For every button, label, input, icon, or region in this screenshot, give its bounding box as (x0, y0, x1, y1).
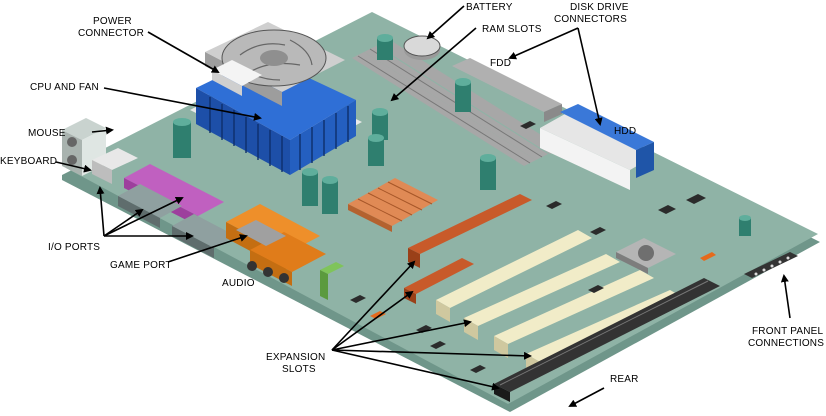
arrow-icon (780, 274, 791, 319)
label-disk-drive-2: CONNECTORS (554, 14, 627, 25)
arrow-icon (568, 387, 605, 407)
hdd-connector (540, 104, 654, 190)
arrow-icon (331, 319, 472, 351)
leader-lines (55, 5, 791, 407)
arrow-icon (426, 5, 465, 40)
label-keyboard: KEYBOARD (0, 156, 57, 167)
capacitors (173, 34, 751, 236)
label-mouse: MOUSE (28, 128, 66, 139)
arrow-icon (55, 161, 92, 173)
chipset (348, 178, 438, 232)
fdd-connector (452, 58, 562, 122)
arrow-icon (167, 234, 248, 263)
game-port-and-audio (226, 204, 326, 286)
arrow-icon (577, 27, 603, 126)
label-expansion-1: EXPANSION (266, 352, 325, 363)
label-front-panel-2: CONNECTIONS (748, 338, 824, 349)
arrow-icon (331, 349, 532, 360)
southbridge-chip (616, 238, 676, 274)
label-expansion-2: SLOTS (282, 364, 316, 375)
label-fdd: FDD (490, 58, 511, 69)
label-rear: REAR (610, 374, 639, 385)
arrow-icon (331, 260, 416, 351)
arrow-icon (103, 208, 144, 237)
label-disk-drive-1: DISK DRIVE (570, 2, 629, 13)
label-io-ports: I/O PORTS (48, 242, 100, 253)
label-ram-slots: RAM SLOTS (482, 24, 542, 35)
power-connector (212, 60, 262, 96)
pci-slots (436, 230, 684, 376)
front-panel-headers (744, 252, 798, 278)
labels: POWER CONNECTOR BATTERY RAM SLOTS DISK D… (0, 2, 824, 385)
arrow-icon (147, 31, 220, 73)
label-hdd: HDD (614, 126, 636, 137)
label-power-connector-2: CONNECTOR (78, 28, 144, 39)
arrow-icon (331, 290, 414, 351)
label-game-port: GAME PORT (110, 260, 172, 271)
arrow-icon (103, 87, 262, 121)
arrow-icon (508, 27, 579, 60)
arrow-icon (96, 186, 105, 237)
label-audio: AUDIO (222, 278, 255, 289)
io-ports (118, 164, 236, 258)
label-battery: BATTERY (466, 2, 513, 13)
green-jack (320, 262, 344, 300)
usb-ports (92, 148, 138, 184)
label-cpu-and-fan: CPU AND FAN (30, 82, 99, 93)
battery (403, 35, 441, 60)
label-front-panel-1: FRONT PANEL (752, 326, 824, 337)
label-power-connector-1: POWER (93, 16, 132, 27)
arrow-icon (331, 349, 500, 391)
arrow-icon (390, 27, 477, 102)
arrow-icon (91, 126, 114, 135)
arrow-icon (103, 197, 184, 237)
